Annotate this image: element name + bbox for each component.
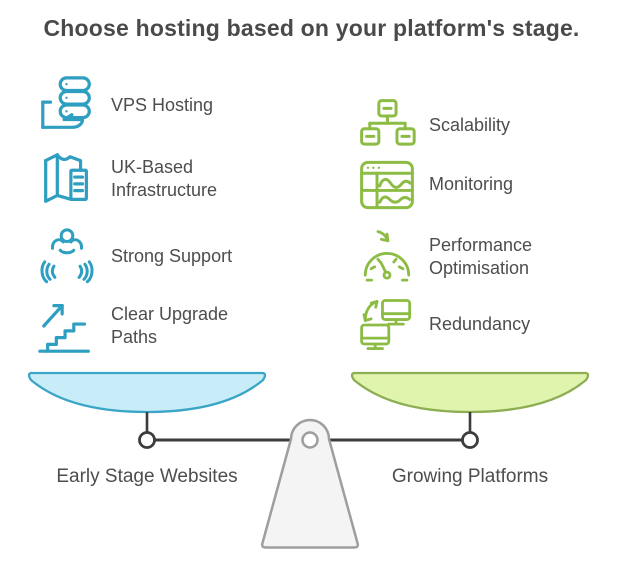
feature-label: UK-Based Infrastructure xyxy=(111,156,218,200)
feature-label: Clear Upgrade Paths xyxy=(111,303,229,347)
feature-item-scalability: Scalability xyxy=(358,97,594,155)
feature-label: Monitoring xyxy=(429,174,514,195)
feature-item-upgrade-paths: Clear Upgrade Paths xyxy=(36,295,276,357)
feature-item-vps-hosting: VPS Hosting xyxy=(36,75,276,137)
balance-scale xyxy=(27,371,590,549)
speedometer-icon xyxy=(358,228,416,286)
right-beam-joint xyxy=(461,431,479,449)
left-scale-dish xyxy=(27,371,267,414)
page-title: Choose hosting based on your platform's … xyxy=(43,15,580,41)
feature-label: Scalability xyxy=(429,115,511,136)
server-in-hand-icon xyxy=(36,75,98,137)
right-scale-dish xyxy=(350,371,590,414)
scale-pedestal xyxy=(260,418,360,549)
feature-label: VPS Hosting xyxy=(111,95,214,116)
feature-label: Strong Support xyxy=(111,246,233,267)
supporting-hands-icon xyxy=(36,226,98,288)
feature-item-redundancy: Redundancy xyxy=(358,296,594,354)
pedestal-pivot-hole xyxy=(301,431,319,449)
network-hierarchy-icon xyxy=(358,97,416,155)
dashboard-graph-icon xyxy=(358,156,416,214)
upgrade-stairs-icon xyxy=(36,295,98,357)
left-beam-joint xyxy=(138,431,156,449)
feature-item-strong-support: Strong Support xyxy=(36,226,276,288)
feature-item-monitoring: Monitoring xyxy=(358,156,594,214)
left-scale-label: Early Stage Websites xyxy=(56,466,238,487)
feature-item-performance-optimisation: Performance Optimisation xyxy=(358,228,594,286)
feature-label: Redundancy xyxy=(429,314,531,335)
feature-label: Performance Optimisation xyxy=(429,234,533,278)
right-scale-label: Growing Platforms xyxy=(391,466,549,487)
sync-monitors-icon xyxy=(358,296,416,354)
feature-item-uk-infrastructure: UK-Based Infrastructure xyxy=(36,148,276,210)
map-building-icon xyxy=(36,148,98,210)
